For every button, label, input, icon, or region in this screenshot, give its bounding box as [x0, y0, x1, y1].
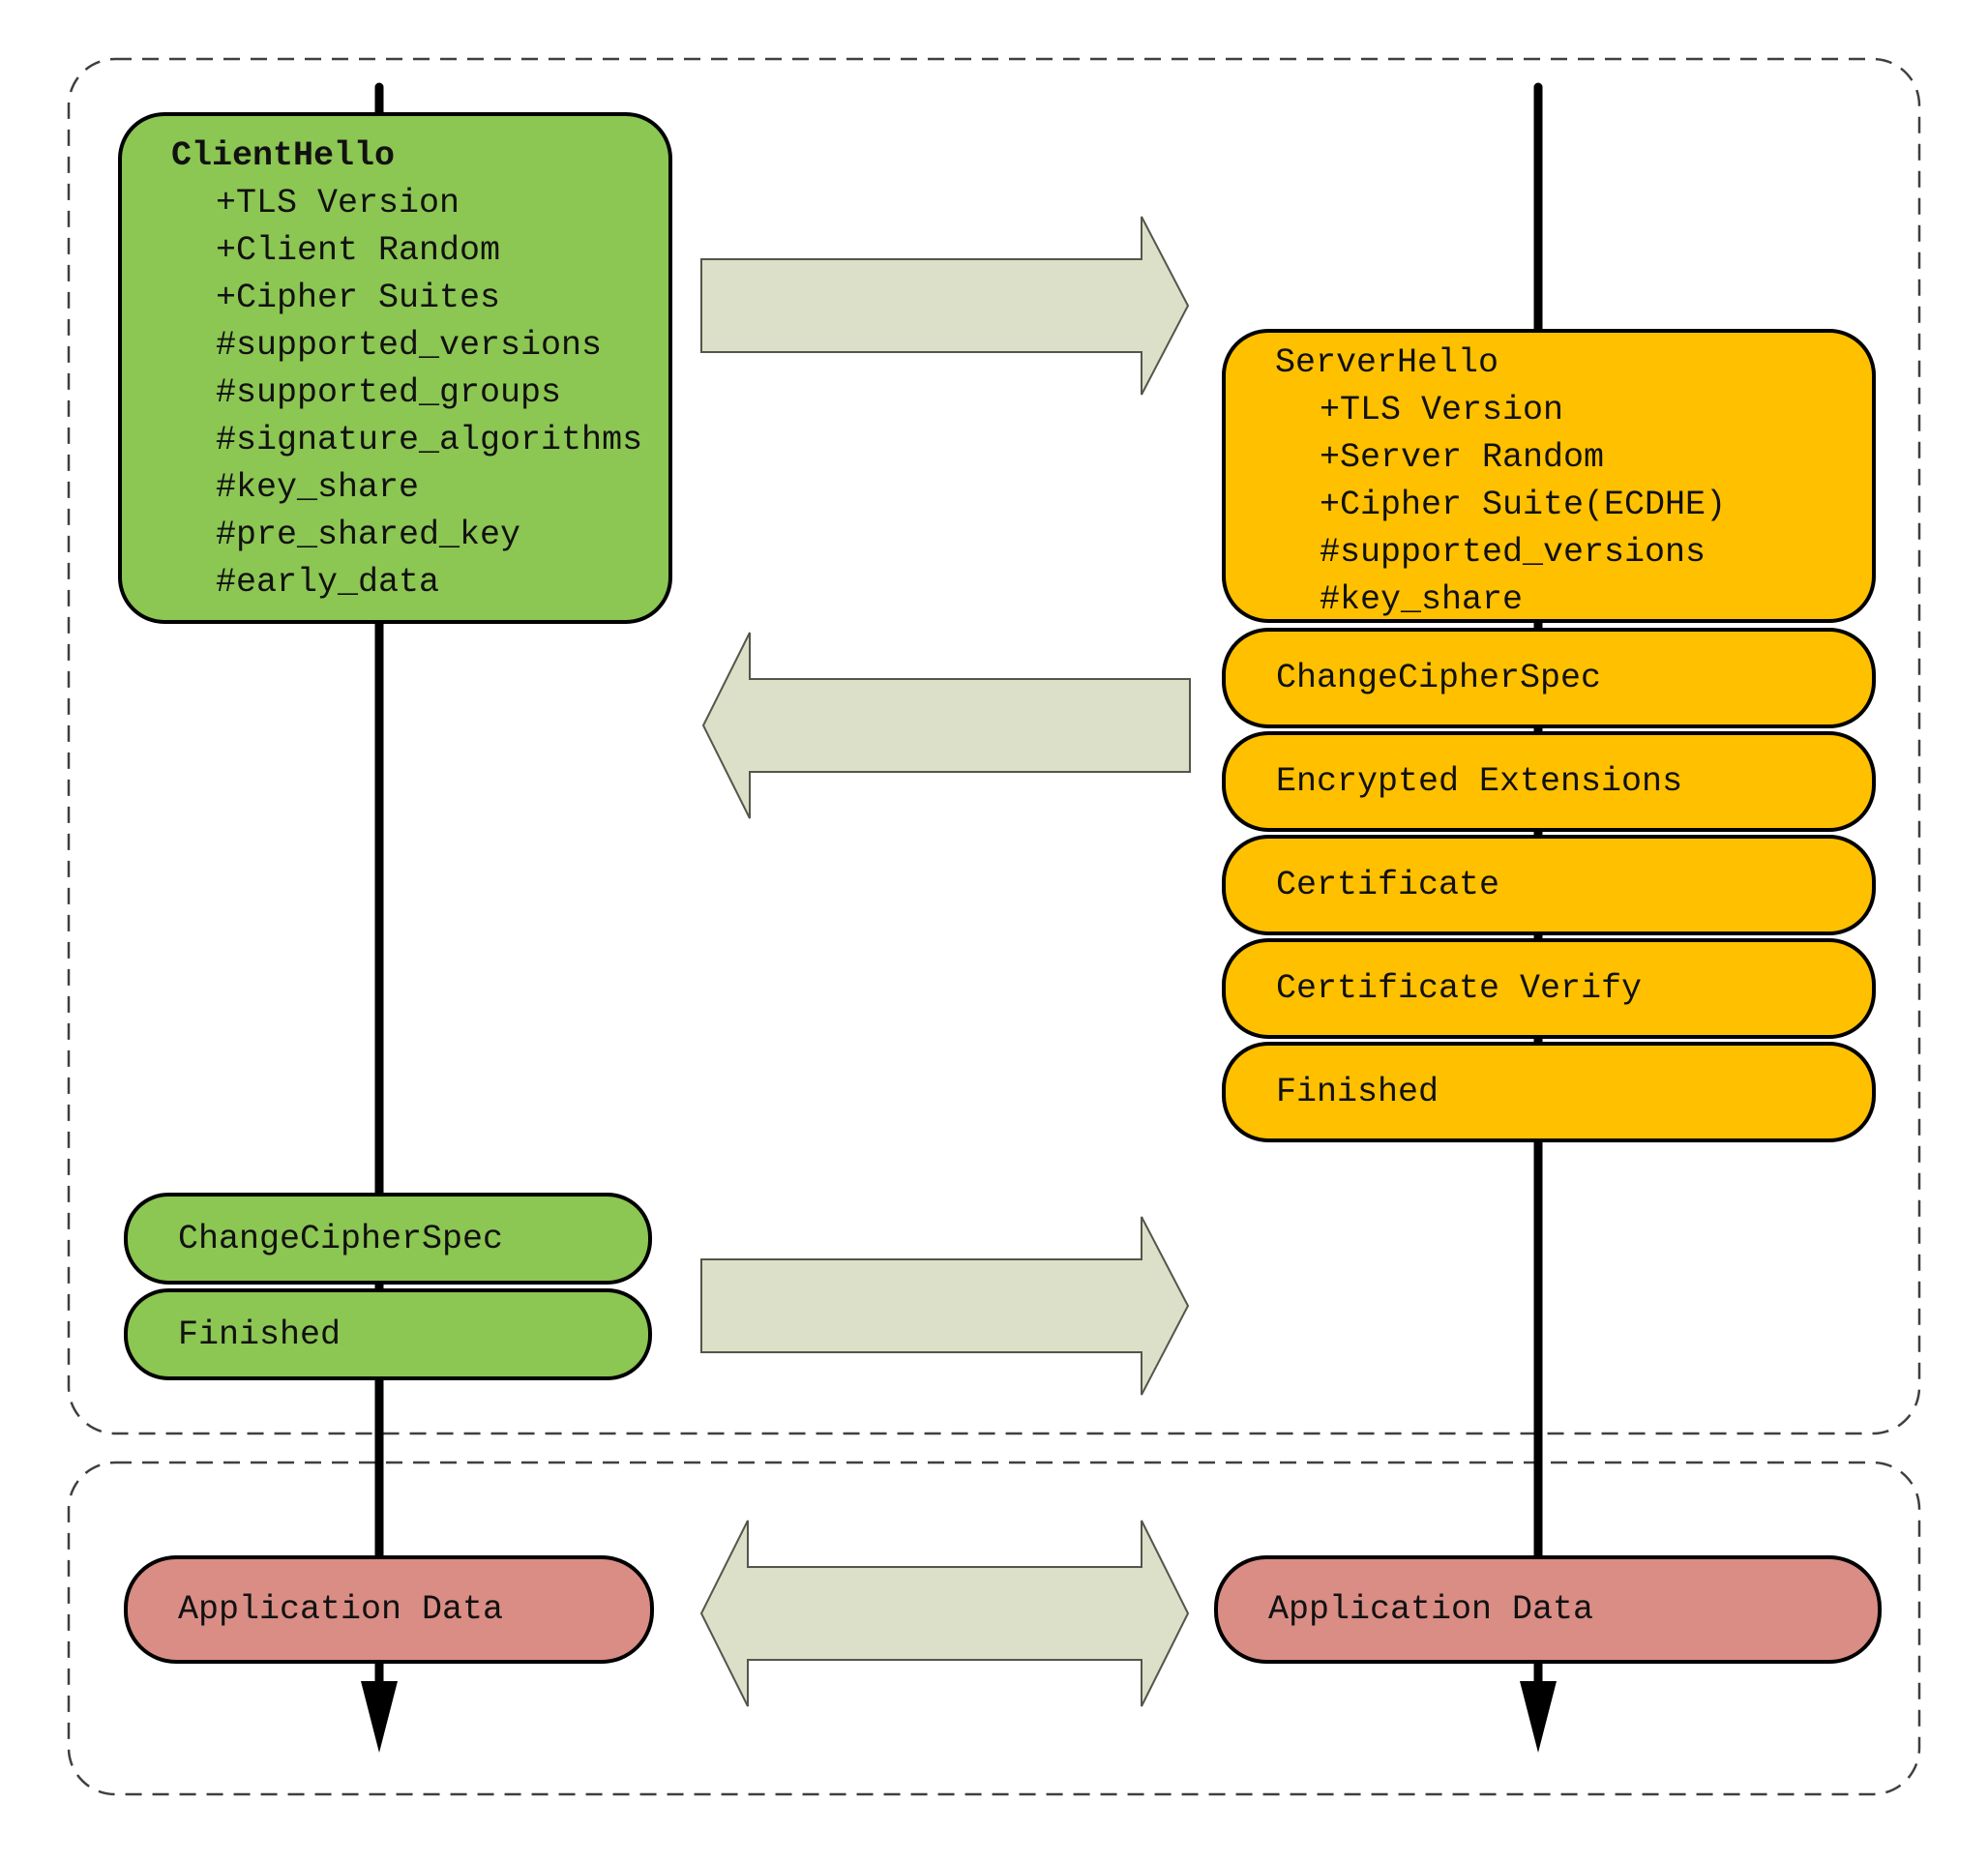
server-msg-certificate: Certificate — [1222, 835, 1876, 935]
server-hello-title: ServerHello — [1275, 343, 1499, 382]
handshake-phase-box — [67, 57, 1921, 1435]
server-hello-box: ServerHello +TLS Version +Server Random … — [1222, 329, 1876, 623]
arrow-server-to-client-icon — [701, 632, 1191, 819]
arrow-client-to-server-top-icon — [700, 216, 1190, 396]
server-msg-label: ChangeCipherSpec — [1276, 659, 1602, 697]
client-timeline-arrowhead-icon — [361, 1681, 398, 1753]
server-hello-field: #supported_versions — [1320, 533, 1706, 572]
server-hello-field: +Server Random — [1320, 438, 1605, 477]
server-msg-label: Encrypted Extensions — [1276, 762, 1683, 801]
server-msg-encrypted-extensions: Encrypted Extensions — [1222, 731, 1876, 832]
application-phase-box — [67, 1461, 1921, 1796]
client-hello-field: #supported_versions — [216, 326, 603, 365]
arrow-bidirectional-icon — [699, 1520, 1190, 1707]
client-hello-field: #signature_algorithms — [216, 421, 643, 459]
server-msg-label: Finished — [1276, 1073, 1439, 1111]
server-application-data-box: Application Data — [1214, 1555, 1882, 1664]
client-msg-label: ChangeCipherSpec — [178, 1219, 504, 1258]
client-hello-field: #supported_groups — [216, 373, 562, 412]
client-hello-field: #pre_shared_key — [216, 516, 521, 554]
client-hello-box: ClientHello +TLS Version +Client Random … — [118, 112, 672, 624]
client-hello-title: ClientHello — [171, 136, 396, 175]
arrow-client-to-server-bottom-icon — [700, 1216, 1190, 1396]
server-hello-field: +TLS Version — [1320, 391, 1564, 429]
server-msg-finished: Finished — [1222, 1042, 1876, 1142]
server-hello-field: +Cipher Suite(ECDHE) — [1320, 486, 1727, 524]
server-msg-certificate-verify: Certificate Verify — [1222, 938, 1876, 1039]
client-hello-field: #early_data — [216, 563, 440, 602]
server-timeline-arrowhead-icon — [1520, 1681, 1557, 1753]
application-data-label: Application Data — [178, 1590, 504, 1629]
application-data-label: Application Data — [1268, 1590, 1594, 1629]
server-hello-field: #key_share — [1320, 580, 1524, 619]
client-hello-field: #key_share — [216, 468, 420, 507]
server-msg-label: Certificate — [1276, 866, 1500, 904]
client-msg-label: Finished — [178, 1315, 341, 1354]
client-application-data-box: Application Data — [124, 1555, 654, 1664]
client-hello-field: +Cipher Suites — [216, 279, 501, 317]
server-msg-change-cipher-spec: ChangeCipherSpec — [1222, 628, 1876, 728]
client-hello-field: +Client Random — [216, 231, 501, 270]
client-hello-field: +TLS Version — [216, 184, 460, 222]
server-msg-label: Certificate Verify — [1276, 969, 1643, 1008]
client-change-cipher-spec-box: ChangeCipherSpec — [124, 1193, 652, 1285]
client-finished-box: Finished — [124, 1288, 652, 1380]
